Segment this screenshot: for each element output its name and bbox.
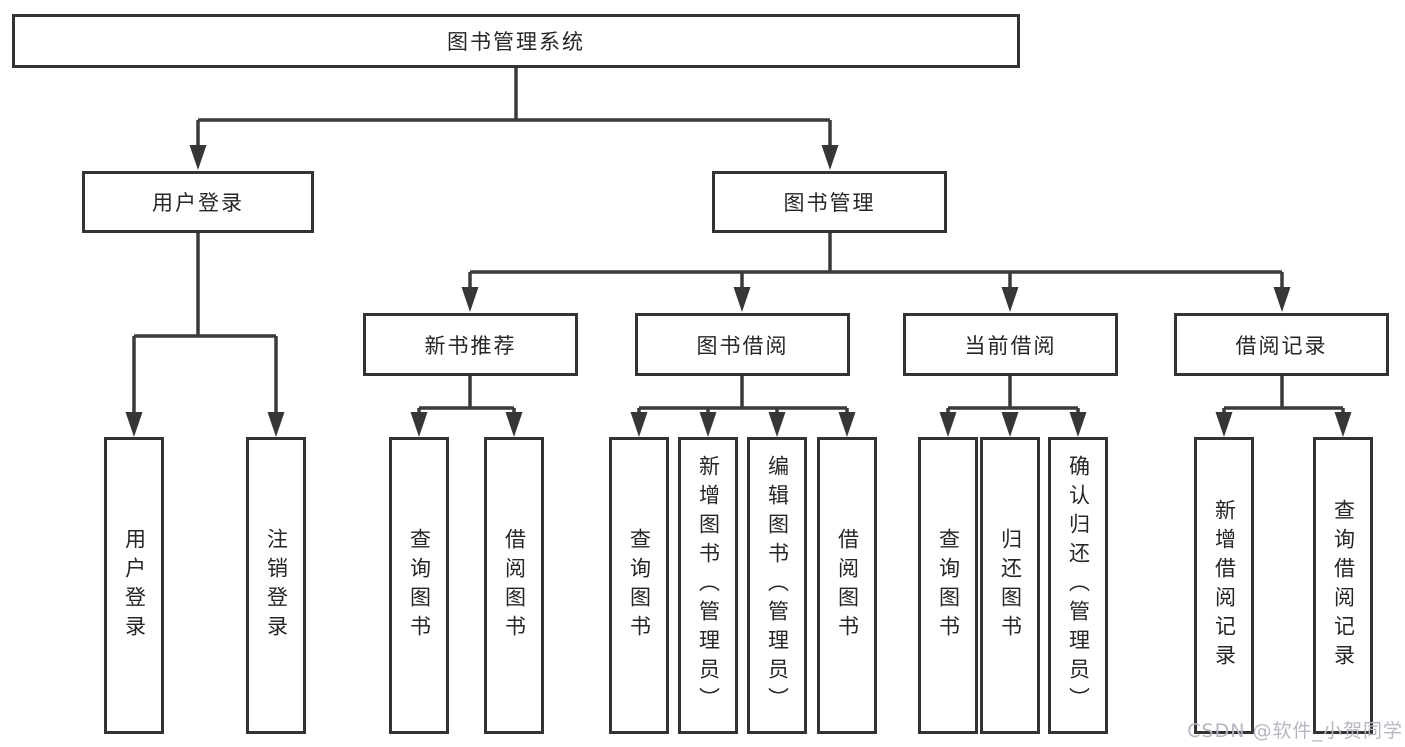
node-br-query-record: 查询借阅记录	[1313, 437, 1373, 734]
node-cb-query-books: 查询图书	[918, 437, 978, 734]
node-book-mgmt: 图书管理	[712, 171, 947, 233]
node-nb-query-books: 查询图书	[389, 437, 449, 734]
node-bb-edit-books-admin: 编辑图书（管理员）	[747, 437, 807, 734]
node-bb-borrow-books: 借阅图书	[817, 437, 877, 734]
node-borrowing-records: 借阅记录	[1174, 313, 1389, 376]
node-new-book-recommend: 新书推荐	[363, 313, 578, 376]
node-nb-borrow-books: 借阅图书	[484, 437, 544, 734]
node-bb-add-books-admin: 新增图书（管理员）	[678, 437, 738, 734]
node-cb-return-books: 归还图书	[980, 437, 1040, 734]
node-current-borrowing: 当前借阅	[903, 313, 1118, 376]
node-user-login-leaf: 用户登录	[104, 437, 164, 734]
node-logout: 注销登录	[246, 437, 306, 734]
node-bb-query-books: 查询图书	[609, 437, 669, 734]
node-root: 图书管理系统	[12, 14, 1020, 68]
node-user-login: 用户登录	[82, 171, 314, 233]
node-book-borrowing: 图书借阅	[635, 313, 850, 376]
node-cb-confirm-return-admin: 确认归还（管理员）	[1048, 437, 1108, 734]
node-br-add-record: 新增借阅记录	[1194, 437, 1254, 734]
